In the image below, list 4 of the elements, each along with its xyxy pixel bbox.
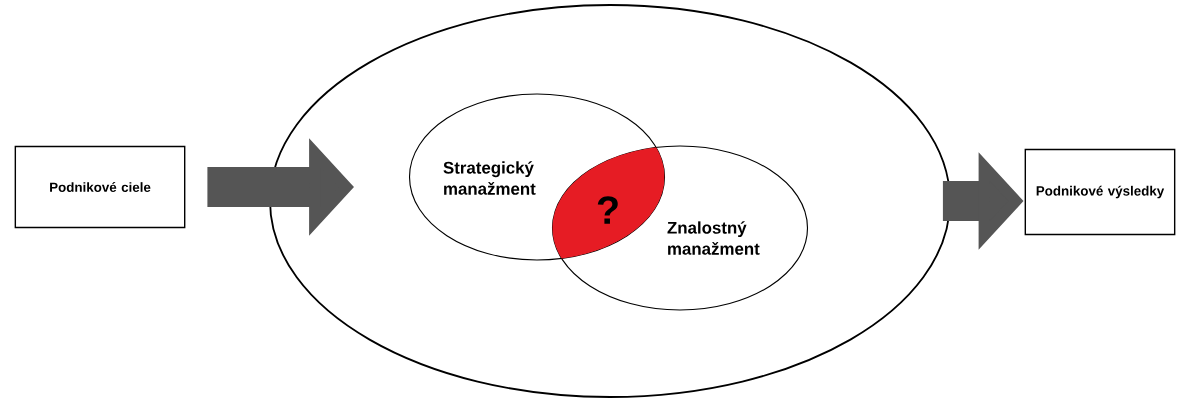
text-box: Podnikové ciele xyxy=(14,145,186,229)
text-box: Podnikové výsledky xyxy=(1024,148,1176,236)
outer-ellipse xyxy=(269,4,951,398)
intersection-region: ? xyxy=(597,196,618,224)
